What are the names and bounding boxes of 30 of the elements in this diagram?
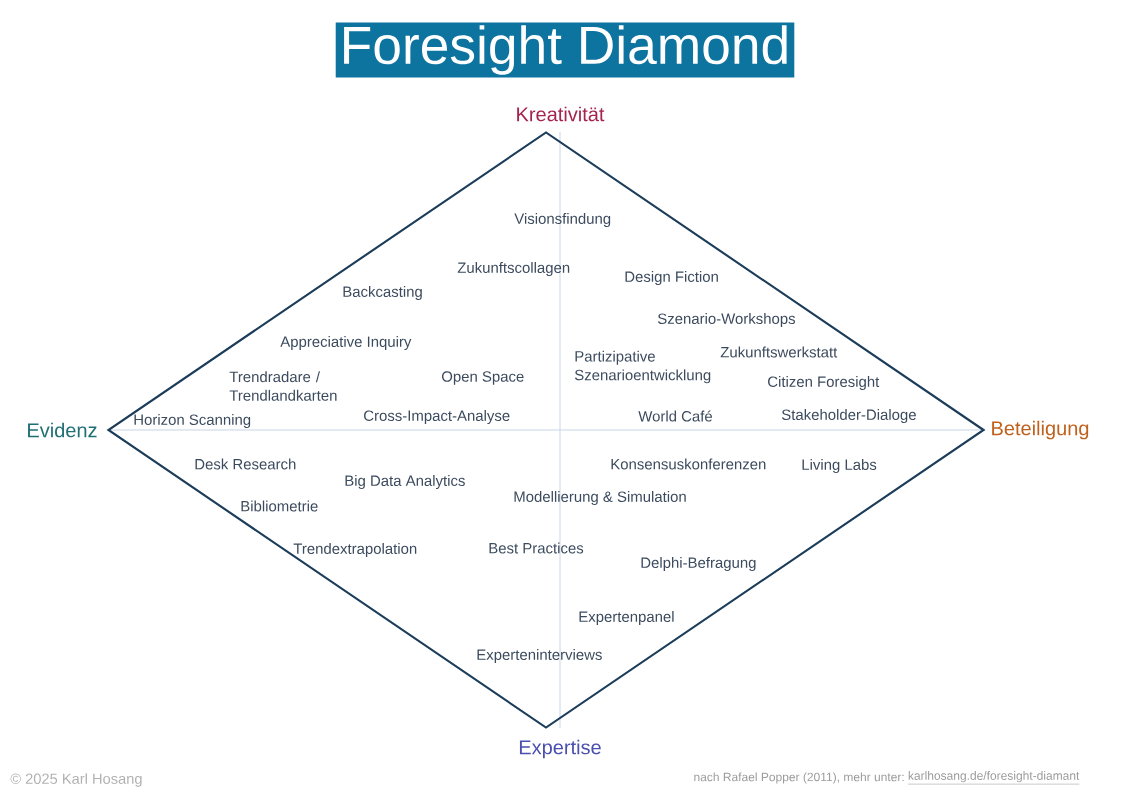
method-label: Expertenpanel xyxy=(579,611,674,625)
method-label: Living Labs xyxy=(802,459,877,473)
method-label: Konsensuskonferenzen xyxy=(611,458,766,470)
method-label: Design Fiction xyxy=(625,271,718,285)
source-link: karlhosang.de/foresight-diamant xyxy=(907,771,1080,785)
method-label: Horizon Scanning xyxy=(134,414,251,428)
method-label: Best Practices xyxy=(489,542,584,554)
method-label: Trendradare / Trendlandkarten xyxy=(229,371,337,401)
method-label: Backcasting xyxy=(343,286,422,300)
method-label: Bibliometrie xyxy=(241,500,318,512)
method-label: Zukunftscollagen xyxy=(457,262,570,276)
method-label: Appreciative Inquiry xyxy=(280,336,412,350)
method-label: Szenario-Workshops xyxy=(657,313,796,327)
method-label: Delphi-Befragung xyxy=(641,557,756,571)
title-banner: Foresight Diamond xyxy=(335,22,795,78)
method-label: Cross-Impact-Analyse xyxy=(364,410,510,424)
source-note: nach Rafael Popper (2011), mehr unter: xyxy=(694,772,904,784)
method-label: World Café xyxy=(638,410,712,422)
method-label: Partizipative Szenarioentwicklung xyxy=(574,350,711,384)
copyright-note: © 2025 Karl Hosang xyxy=(10,773,142,787)
method-label: Citizen Foresight xyxy=(768,376,880,390)
method-label: Visionsfindung xyxy=(514,213,611,227)
method-label: Experteninterviews xyxy=(477,649,602,663)
method-label: Desk Research xyxy=(195,458,296,470)
method-label: Modellierung & Simulation xyxy=(514,491,686,505)
method-label: Zukunftswerkstatt xyxy=(720,346,838,358)
method-label: Trendextrapolation xyxy=(293,543,417,557)
method-label: Stakeholder-Dialoge xyxy=(781,409,916,423)
method-label: Big Data Analytics xyxy=(345,475,465,489)
method-label: Open Space xyxy=(442,371,524,385)
